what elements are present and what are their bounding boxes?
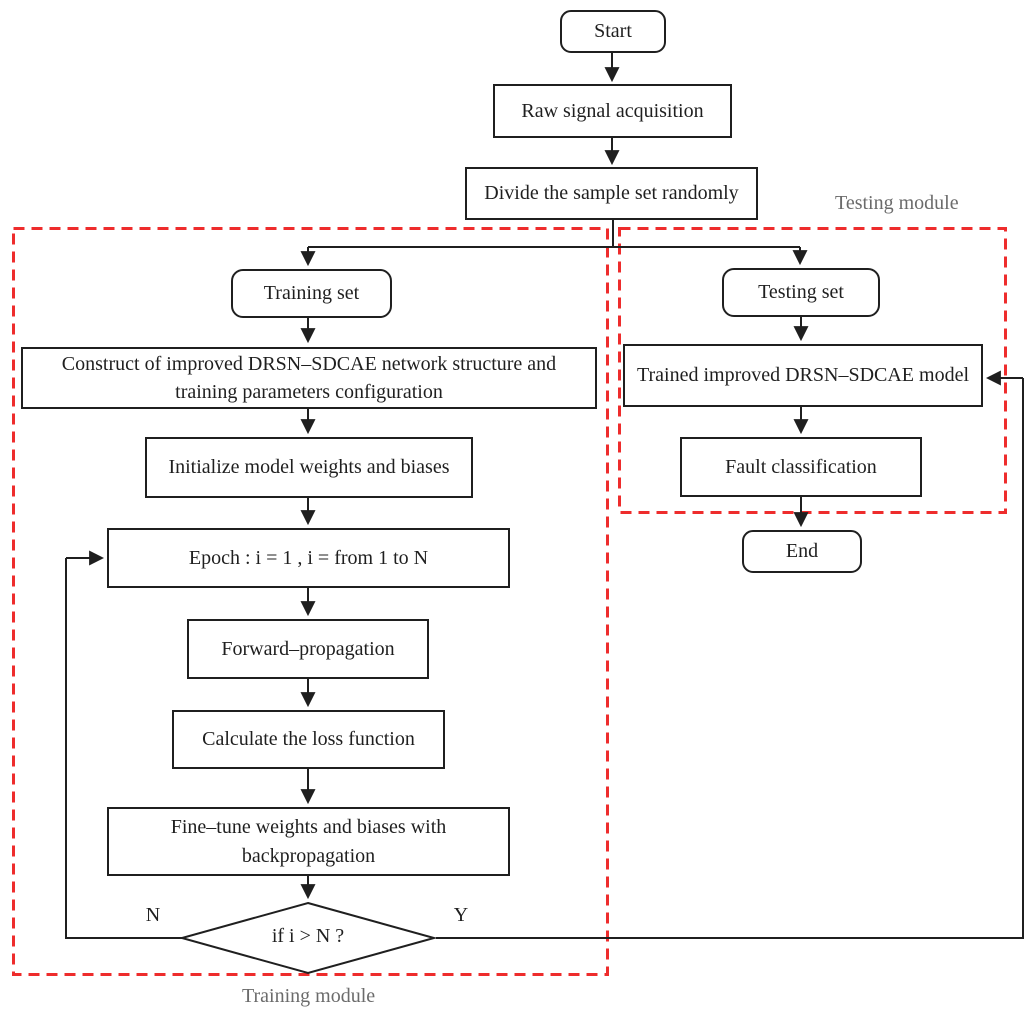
node-raw-signal-acquisition: Raw signal acquisition xyxy=(493,84,732,138)
node-start-label: Start xyxy=(594,20,632,43)
decision-diamond-shape xyxy=(178,901,438,975)
node-initialize-weights: Initialize model weights and biases xyxy=(145,437,473,498)
node-testing-set: Testing set xyxy=(722,268,880,317)
node-end-label: End xyxy=(785,540,819,563)
node-loss-label: Calculate the loss function xyxy=(202,728,415,751)
loop-yes-path xyxy=(436,378,1024,939)
node-construct-label: Construct of improved DRSN–SDCAE network… xyxy=(61,352,557,403)
node-training-set: Training set xyxy=(231,269,392,318)
training-module-boundary xyxy=(12,227,609,976)
node-raw-signal-label: Raw signal acquisition xyxy=(521,99,704,122)
node-end: End xyxy=(742,530,862,573)
node-fault-classification: Fault classification xyxy=(680,437,922,497)
decision-diamond-text: if i > N ? xyxy=(271,925,345,947)
node-divide-sample-set: Divide the sample set randomly xyxy=(465,167,758,220)
node-testing-set-label: Testing set xyxy=(758,281,844,304)
node-forward-propagation: Forward–propagation xyxy=(187,619,429,679)
loop-no-path xyxy=(65,558,184,939)
decision-no-label: N xyxy=(145,904,161,926)
node-trained-model-label: Trained improved DRSN–SDCAE model xyxy=(636,364,970,387)
node-start: Start xyxy=(560,10,666,53)
node-epoch-label: Epoch : i = 1 , i = from 1 to N xyxy=(188,546,429,569)
node-trained-model: Trained improved DRSN–SDCAE model xyxy=(623,344,983,407)
testing-module-boundary xyxy=(618,227,1007,514)
node-divide-label: Divide the sample set randomly xyxy=(484,182,739,205)
node-epoch: Epoch : i = 1 , i = from 1 to N xyxy=(107,528,510,588)
node-construct-network: Construct of improved DRSN–SDCAE network… xyxy=(21,347,597,409)
decision-yes-label: Y xyxy=(453,904,469,926)
node-fault-label: Fault classification xyxy=(725,455,877,478)
testing-module-label: Testing module xyxy=(835,192,959,214)
node-loss-function: Calculate the loss function xyxy=(172,710,445,769)
node-finetune-backprop: Fine–tune weights and biases with backpr… xyxy=(107,807,510,876)
training-module-label: Training module xyxy=(242,985,376,1007)
node-initialize-label: Initialize model weights and biases xyxy=(168,456,450,479)
node-finetune-label: Fine–tune weights and biases with backpr… xyxy=(170,816,447,867)
node-forward-label: Forward–propagation xyxy=(221,637,395,660)
node-training-set-label: Training set xyxy=(263,282,360,305)
